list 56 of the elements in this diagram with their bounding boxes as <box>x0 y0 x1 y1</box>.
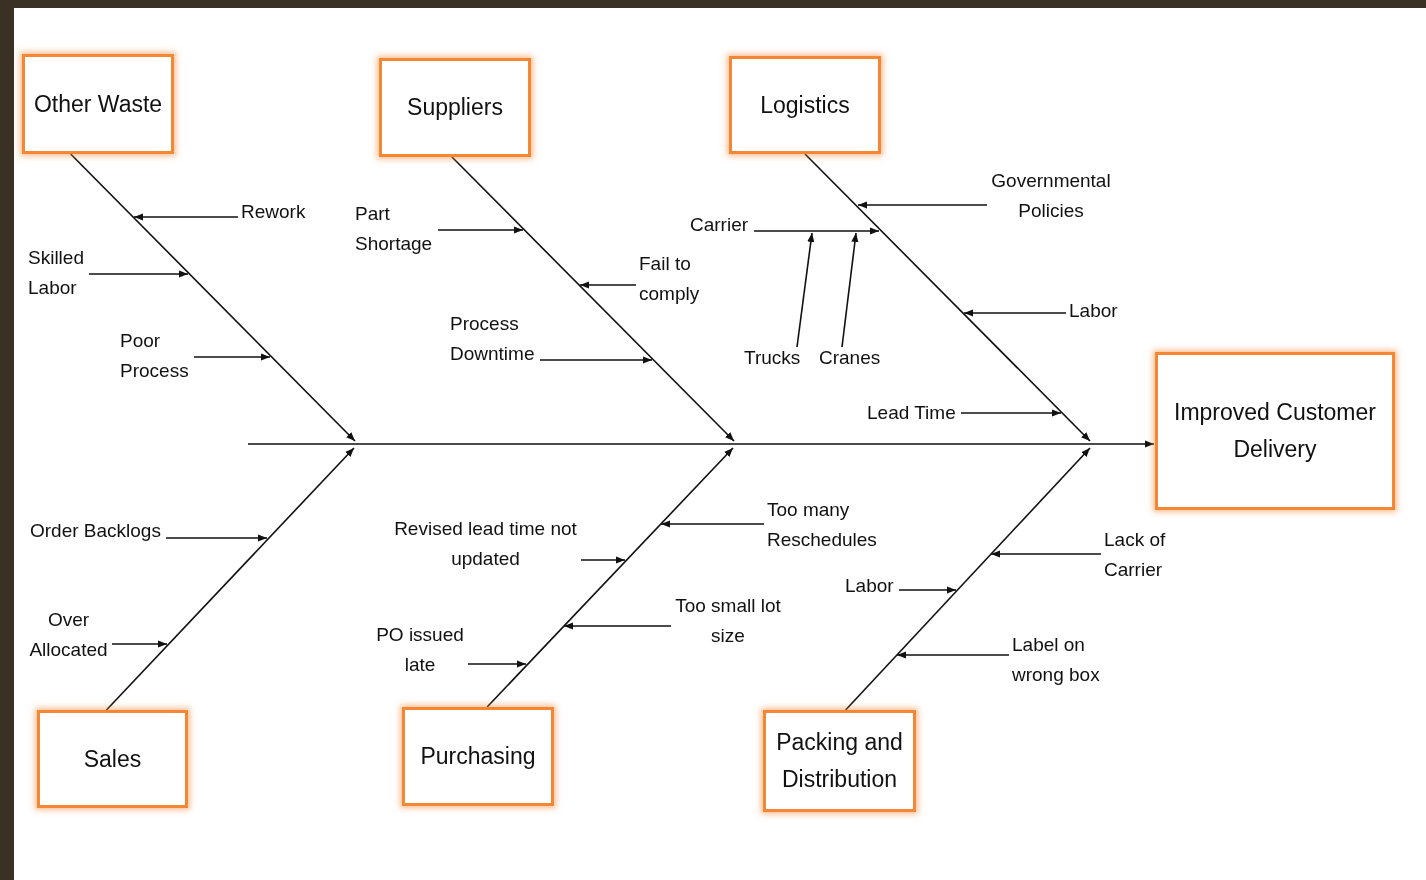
cause-label: Rework <box>241 197 308 227</box>
arrow <box>165 534 268 542</box>
cause-label: Cranes <box>819 343 883 373</box>
arrow <box>88 270 189 278</box>
cause-label: Skilled Labor <box>28 243 86 303</box>
arrow <box>539 356 653 364</box>
arrow <box>990 550 1102 558</box>
arrow <box>960 409 1062 417</box>
arrow <box>898 586 957 594</box>
spine-arrow <box>247 440 1155 448</box>
arrow <box>896 651 1010 659</box>
cause-label: Trucks <box>744 343 803 373</box>
arrow <box>841 232 859 348</box>
cause-label: PO issued late <box>375 620 465 680</box>
arrow <box>437 226 524 234</box>
cause-label: Too small lot size <box>674 591 782 651</box>
cause-label: Poor Process <box>120 326 191 386</box>
category-box: Other Waste <box>22 54 174 154</box>
bone-arrow <box>451 156 735 442</box>
bone-arrow <box>804 153 1091 442</box>
arrow <box>111 640 168 648</box>
arrow <box>467 660 527 668</box>
bone-arrow <box>69 153 356 442</box>
cause-label: Process Downtime <box>450 309 537 369</box>
arrow <box>796 232 815 348</box>
arrow <box>857 201 988 209</box>
category-box: Purchasing <box>402 707 554 806</box>
arrow <box>753 227 880 235</box>
cause-label: Lead Time <box>867 398 958 428</box>
arrow <box>133 213 239 221</box>
arrow <box>579 281 637 289</box>
cause-label: Fail to comply <box>639 249 702 309</box>
cause-label: Too many Reschedules <box>767 495 879 555</box>
arrow <box>660 520 765 528</box>
bone-arrow <box>105 447 355 711</box>
cause-label: Carrier <box>690 210 751 240</box>
category-box: Sales <box>37 710 188 808</box>
cause-label: Over Allocated <box>28 605 109 665</box>
arrow <box>563 622 672 630</box>
cause-label: Lack of Carrier <box>1104 525 1168 585</box>
cause-label: Label on wrong box <box>1012 630 1102 690</box>
bone-arrow <box>486 447 734 708</box>
cause-label: Labor <box>1069 296 1120 326</box>
cause-label: Part Shortage <box>355 199 435 259</box>
arrow <box>193 353 271 361</box>
cause-label: Revised lead time not updated <box>393 514 578 574</box>
category-box: Logistics <box>729 56 881 154</box>
category-box: Suppliers <box>379 58 531 157</box>
cause-label: Order Backlogs <box>30 516 163 546</box>
arrow <box>963 309 1067 317</box>
cause-label: Governmental Policies <box>990 166 1112 226</box>
cause-label: Labor <box>845 571 896 601</box>
effect-box: Improved Customer Delivery <box>1155 352 1395 510</box>
category-box: Packing and Distribution <box>763 710 916 812</box>
bone-arrow <box>844 447 1091 711</box>
arrow <box>580 556 626 564</box>
